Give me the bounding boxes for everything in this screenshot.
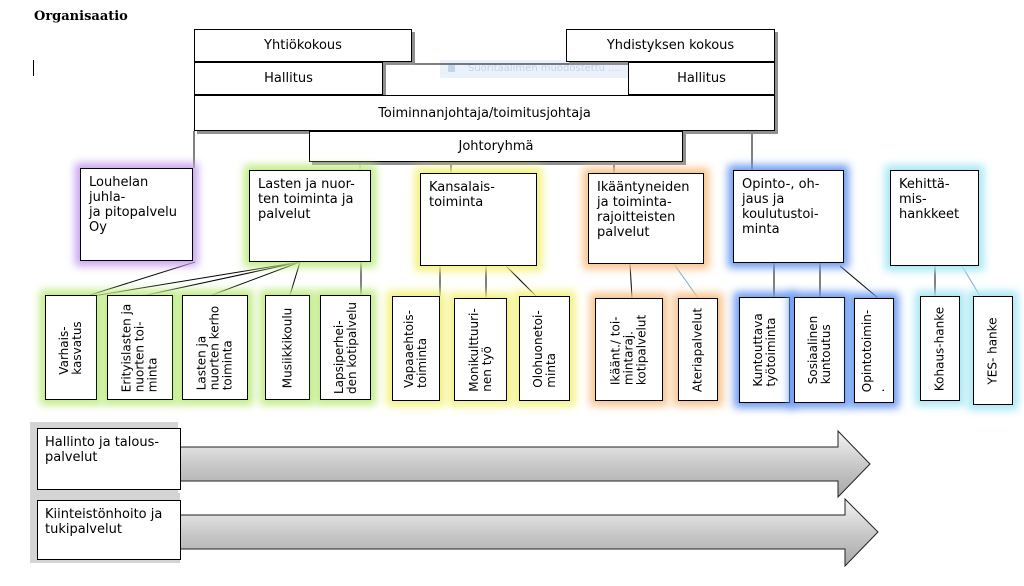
arrow-kiinteisto xyxy=(179,497,879,568)
line-lasten-u1 xyxy=(89,261,196,296)
line-ik-u2 xyxy=(673,263,699,299)
unit-erityislasten: Erityislasten ja nuorten toi- minta xyxy=(107,295,173,400)
dept-kansalaistoiminta: Kansalais- toiminta xyxy=(420,173,537,266)
unit-ateriapalvelut: Ateriapalvelut xyxy=(678,298,718,401)
faded-tooltip-text: Suoritaalimen muodostettu .... xyxy=(468,63,621,74)
dept-opinto: Opinto-, oh- jaus ja koulutustoi- minta xyxy=(733,170,844,263)
line-lasten-u5 xyxy=(289,261,301,296)
unit-kuntouttava: Kuntouttava työtoiminta xyxy=(739,297,790,403)
support-hallinto-label: Hallinto ja talous- palvelut xyxy=(37,428,181,490)
unit-kerhotoiminta: Lasten ja nuorten kerho toiminta xyxy=(182,295,248,400)
unit-monikulttuurinen: Monikulttuuri- nen työ xyxy=(454,298,507,401)
toiminnanjohtaja-box: Toiminnanjohtaja/toimitusjohtaja xyxy=(194,95,775,131)
line-lasten-u2 xyxy=(92,261,301,297)
yhdistyksen-kokous-box: Yhdistyksen kokous xyxy=(566,29,775,62)
hallitus-left-box: Hallitus xyxy=(194,62,383,95)
tooltip-icon xyxy=(448,65,455,72)
unit-yes-hanke: YES- hanke xyxy=(973,296,1013,405)
unit-sosiaalinen: Sosiaalinen kuntoutus xyxy=(794,297,845,403)
unit-lapsiperheiden: Lapsiperhei- den kotipalvelu xyxy=(320,295,371,400)
yhtiokokous-box: Yhtiökokous xyxy=(194,29,412,62)
page-title: Organisaatio xyxy=(34,9,128,24)
unit-varhaiskasvatus: Varhais- kasvatus xyxy=(45,295,97,400)
arrow-hallinto xyxy=(179,429,871,499)
line-lasten-u4 xyxy=(211,261,301,296)
unit-vapaaehtois: Vapaaehtois- toiminta xyxy=(392,296,440,401)
unit-opintotoiminta: Opintotoimin- . xyxy=(854,298,894,403)
dept-kehittamis: Kehittä- mis- hankkeet xyxy=(890,170,979,266)
support-kiinteisto-label: Kiinteistönhoito ja tukipalvelut xyxy=(37,500,181,560)
line-kans-u3 xyxy=(505,265,537,297)
line-op-u3 xyxy=(839,265,879,299)
hallitus-right-box: Hallitus xyxy=(628,62,775,95)
text-cursor xyxy=(33,60,34,76)
line-lasten-u3 xyxy=(141,261,301,297)
unit-kohaus-hanke: Kohaus-hanke xyxy=(920,296,960,401)
unit-olohuone: Olohuonetoi- minta xyxy=(519,296,570,401)
johtoryhma-box: Johtoryhmä xyxy=(309,131,683,162)
dept-ikaantyneet: Ikääntyneiden ja toiminta- rajoitteisten… xyxy=(588,173,704,264)
line-ik-u1 xyxy=(629,263,633,299)
dept-lasten-nuorten: Lasten ja nuor- ten toiminta ja palvelut xyxy=(249,170,371,262)
unit-kotipalvelut: Ikäänt./ toi- mintaraj. kotipalvelut xyxy=(595,298,663,401)
dept-louhelan: Louhelan juhla- ja pitopalvelu Oy xyxy=(80,168,193,261)
line-keh-u2 xyxy=(961,265,981,297)
unit-musiikkikoulu: Musiikkikoulu xyxy=(265,295,310,400)
